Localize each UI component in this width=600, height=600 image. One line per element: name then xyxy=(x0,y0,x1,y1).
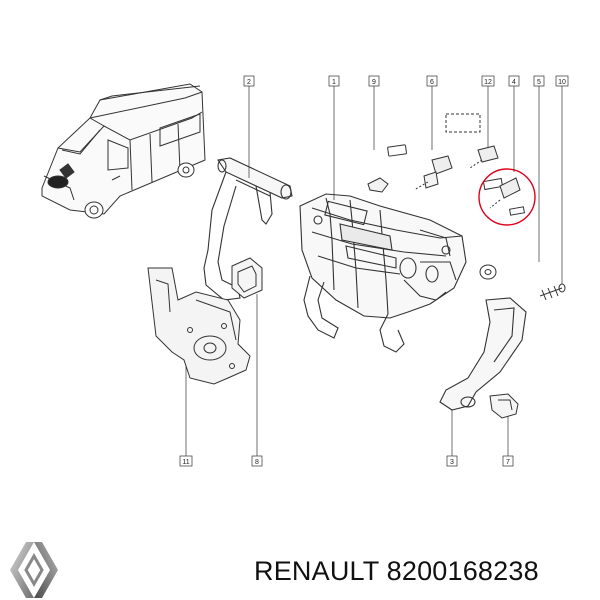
svg-text:9: 9 xyxy=(372,79,376,86)
callout-12: 12 xyxy=(481,75,495,87)
svg-text:6: 6 xyxy=(430,79,434,86)
callout-1: 1 xyxy=(328,75,340,87)
part-10-spring-stud xyxy=(539,283,566,301)
part-4-sensor xyxy=(489,177,525,216)
brand-name: RENAULT xyxy=(254,556,379,586)
svg-text:10: 10 xyxy=(558,79,566,86)
highlight-circle xyxy=(478,168,536,226)
callout-3: 3 xyxy=(446,455,458,467)
callout-labels: 2 1 9 6 12 4 5 10 xyxy=(179,75,569,467)
callout-4: 4 xyxy=(508,75,520,87)
svg-text:4: 4 xyxy=(512,79,516,86)
part-7-clip xyxy=(489,393,519,419)
callout-10: 10 xyxy=(555,75,569,87)
part-9-clip xyxy=(367,144,407,193)
callout-2: 2 xyxy=(243,75,255,87)
part-caption: RENAULT 8200168238 xyxy=(254,553,594,589)
svg-text:5: 5 xyxy=(537,79,541,86)
leader-lines xyxy=(185,86,563,456)
part-12-switch xyxy=(469,145,504,191)
svg-text:12: 12 xyxy=(484,79,492,86)
part-6-switch xyxy=(413,113,481,191)
part-8-bracket xyxy=(231,257,263,299)
renault-diamond-icon xyxy=(10,542,58,598)
van-illustration xyxy=(41,83,206,219)
part-2-pedal-shaft xyxy=(203,157,293,301)
callout-6: 6 xyxy=(426,75,438,87)
callout-11: 11 xyxy=(179,455,193,467)
part-5-washer xyxy=(479,264,497,280)
svg-text:3: 3 xyxy=(450,459,454,466)
callout-5: 5 xyxy=(533,75,545,87)
part-1-pedal-housing xyxy=(299,193,467,353)
svg-text:2: 2 xyxy=(247,79,251,86)
svg-text:7: 7 xyxy=(506,459,510,466)
svg-text:8: 8 xyxy=(255,459,259,466)
callout-9: 9 xyxy=(368,75,380,87)
part-number: 8200168238 xyxy=(386,556,539,586)
callout-8: 8 xyxy=(251,455,263,467)
part-3-pedal xyxy=(439,297,527,411)
part-11-mounting-plate xyxy=(147,267,251,385)
svg-text:11: 11 xyxy=(182,459,189,466)
callout-7: 7 xyxy=(502,455,514,467)
svg-text:1: 1 xyxy=(332,79,336,86)
